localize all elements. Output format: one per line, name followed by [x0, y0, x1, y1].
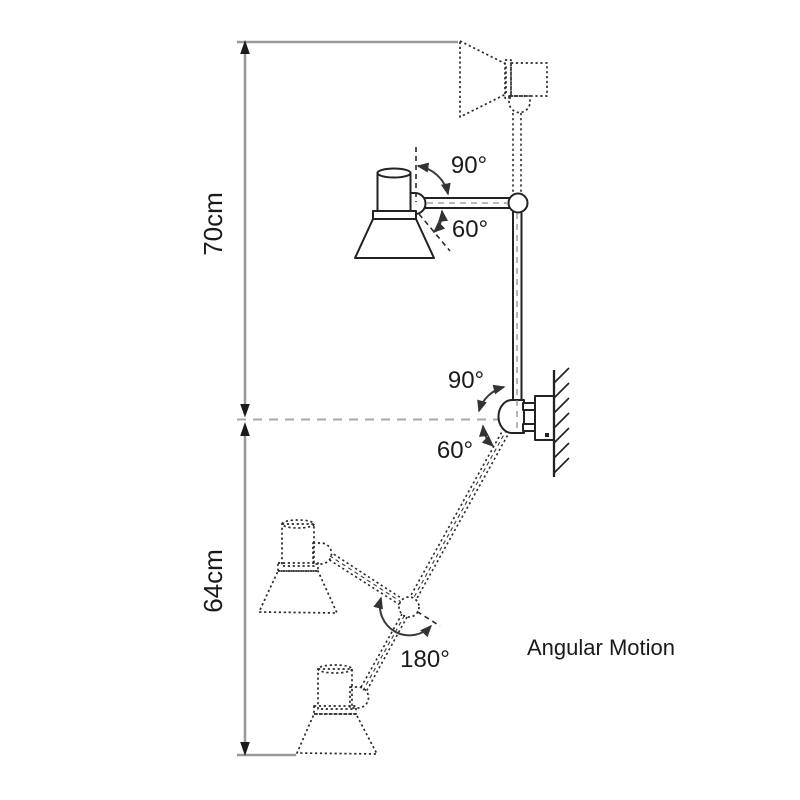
elbow-rotation-annotation: 180° — [373, 596, 450, 673]
rotation-arc-elbow-180 — [373, 596, 433, 638]
ghost-arm-edge — [365, 616, 408, 693]
lamp-knob-outline — [312, 542, 333, 565]
rotation-arc-head-60 — [432, 209, 449, 234]
rotation-arc-head-90 — [416, 162, 451, 196]
ghost-arm-edge — [409, 427, 505, 598]
ghost-arm-edge — [415, 430, 511, 601]
lamp-body-outline — [510, 62, 548, 97]
lamp-body-top-outline — [281, 519, 315, 529]
hatch-line — [553, 442, 570, 459]
ghost-lamp-top — [459, 40, 548, 194]
lamp-flange-outline — [277, 562, 319, 572]
arrowhead-up-icon — [240, 40, 250, 54]
hatch-line — [553, 457, 570, 474]
reference-lines — [237, 40, 505, 757]
ghost-arm-edge — [331, 552, 405, 601]
lamp-knob-outline — [349, 686, 370, 709]
solid-lamp-head — [354, 167, 435, 259]
ghost-arm-center — [362, 615, 405, 691]
hatch-line — [553, 382, 570, 399]
head-diagonal-reference-line — [418, 213, 451, 252]
arrowhead-up-icon — [240, 422, 250, 436]
wall-hatching — [553, 367, 570, 474]
ghost-lamp-middle — [258, 519, 338, 614]
ghost-arm-center — [412, 428, 508, 600]
wall-mount — [497, 213, 570, 477]
lamp-body-outline — [281, 523, 315, 567]
dimension-label-70cm: 70cm — [198, 192, 228, 256]
ghost-arm-edge — [359, 613, 403, 690]
hatch-line — [553, 412, 570, 429]
lamp-body-top — [376, 167, 412, 179]
dimension-70cm: 70cm — [198, 40, 250, 418]
lamp-shade-outline — [258, 570, 338, 614]
ghost-arm-center — [329, 555, 403, 603]
angle-label-elbow-180: 180° — [400, 646, 450, 673]
lamp-shade-outline — [459, 40, 507, 118]
ghost-arm-edge — [327, 558, 401, 606]
arrowhead-down-icon — [240, 742, 250, 756]
lamp-body-outline — [317, 668, 353, 710]
lamp-shade-outline — [296, 713, 378, 755]
joint-prong — [522, 423, 536, 432]
bracket-screw — [545, 433, 549, 437]
hatch-line — [553, 397, 570, 414]
elbow-joint-ball — [507, 192, 529, 214]
ghost-lamp-bottom — [296, 664, 378, 755]
lamp-flange-outline — [504, 59, 512, 99]
hatch-line — [553, 427, 570, 444]
lamp-knob-outline — [508, 95, 531, 114]
angle-label-wall-60: 60° — [437, 437, 473, 464]
joint-prong — [522, 402, 536, 411]
dimension-64cm: 64cm — [198, 422, 250, 756]
lamp-flange — [372, 210, 417, 220]
rotation-arc-wall-90 — [477, 384, 506, 413]
elbow-reference-extension-line — [416, 610, 441, 627]
lamp-body — [376, 172, 412, 212]
hatch-line — [553, 367, 570, 384]
head-rotation-annotations: 90° 60° — [415, 147, 488, 252]
wall-joint — [497, 399, 525, 434]
angle-label-wall-90: 90° — [448, 367, 484, 394]
angle-label-head-60: 60° — [452, 216, 488, 243]
dimension-label-64cm: 64cm — [198, 549, 228, 613]
rotation-arc-wall-60 — [479, 424, 495, 448]
lamp-flange-outline — [313, 705, 357, 715]
arrowhead-down-icon — [240, 404, 250, 418]
lamp-body-top-outline — [317, 664, 353, 674]
ghost-elbow-joint — [398, 596, 420, 618]
wall-rotation-annotations: 90° 60° — [437, 367, 506, 464]
caption-angular-motion: Angular Motion — [527, 635, 675, 660]
solid-arm-vertical — [512, 211, 523, 402]
wall-bracket — [534, 395, 555, 441]
solid-arm-horizontal — [424, 197, 510, 209]
angle-label-head-90: 90° — [451, 152, 487, 179]
lamp-shade — [354, 218, 435, 259]
